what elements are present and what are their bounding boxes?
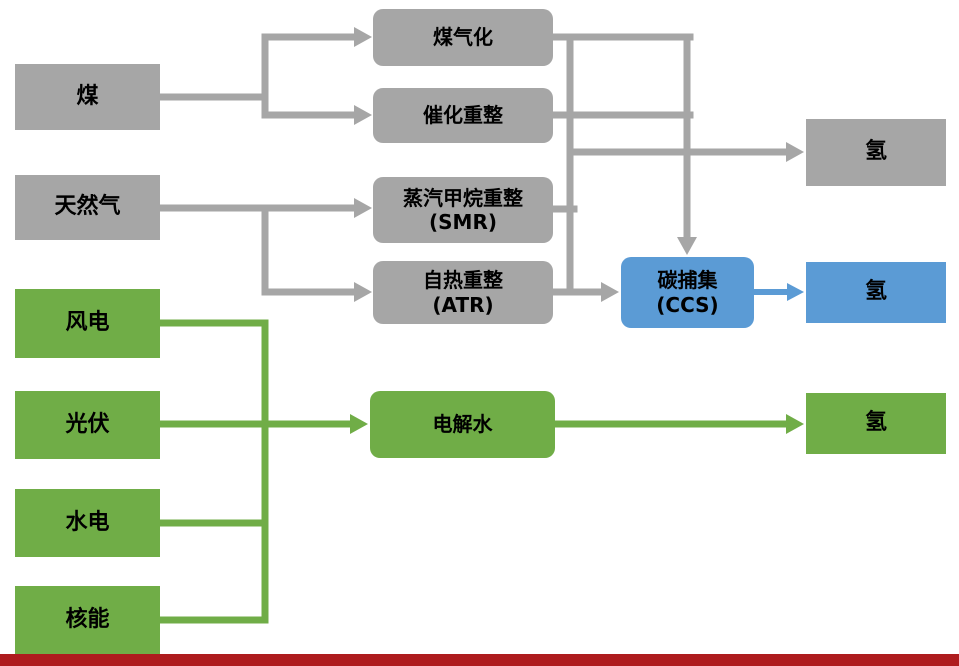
node-solar-label: 光伏 (65, 411, 110, 437)
node-natural-gas-label: 天然气 (54, 194, 121, 220)
node-nuclear: 核能 (15, 586, 160, 654)
arrowhead-catalytic (354, 105, 372, 125)
node-catalytic-reforming: 催化重整 (373, 88, 553, 143)
node-electrolysis-label: 电解水 (432, 412, 493, 437)
node-solar: 光伏 (15, 391, 160, 459)
node-hydro-label: 水电 (65, 509, 110, 535)
gray-arrowheads (354, 27, 804, 302)
node-ccs-sublabel: (CCS) (656, 292, 719, 317)
node-h2-blue-label: 氢 (864, 279, 887, 305)
node-coal-label: 煤 (76, 83, 99, 109)
node-h2-blue: 氢 (806, 262, 946, 323)
arrowhead-atr (354, 282, 372, 302)
arrowhead-blue-h2 (787, 283, 804, 301)
node-natural-gas: 天然气 (15, 175, 160, 240)
node-wind: 风电 (15, 289, 160, 358)
arrowhead-green-h2 (786, 414, 804, 434)
node-coal: 煤 (15, 64, 160, 130)
node-nuclear-label: 核能 (65, 606, 110, 632)
node-smr-label: 蒸汽甲烷重整 (403, 185, 523, 210)
node-catalytic-reforming-label: 催化重整 (423, 103, 503, 128)
node-smr: 蒸汽甲烷重整 (SMR) (373, 177, 553, 243)
arrowhead-ccs-left (601, 282, 619, 302)
node-coal-gasification: 煤气化 (373, 9, 553, 66)
node-atr: 自热重整 (ATR) (373, 261, 553, 324)
node-ccs: 碳捕集 (CCS) (621, 257, 754, 328)
node-atr-sublabel: (ATR) (432, 292, 494, 317)
node-hydro: 水电 (15, 489, 160, 557)
gray-connectors (156, 33, 792, 296)
node-h2-gray: 氢 (806, 119, 946, 186)
node-smr-sublabel: (SMR) (429, 210, 497, 234)
arrowhead-gasification (354, 27, 372, 47)
node-electrolysis: 电解水 (370, 391, 555, 458)
green-arrowheads (350, 414, 804, 434)
arrowhead-smr (354, 198, 372, 218)
node-wind-label: 风电 (65, 310, 110, 336)
arrowhead-gray-h2 (786, 142, 804, 162)
arrowhead-ccs-top (677, 237, 697, 255)
arrowhead-electrolysis (350, 414, 368, 434)
green-connectors (156, 319, 792, 624)
node-atr-label: 自热重整 (423, 268, 503, 293)
node-h2-green-label: 氢 (864, 410, 887, 436)
footer-accent-bar (0, 654, 959, 666)
node-h2-green: 氢 (806, 393, 946, 454)
node-coal-gasification-label: 煤气化 (433, 25, 493, 50)
blue-arrowheads (787, 283, 804, 301)
node-h2-gray-label: 氢 (864, 139, 887, 165)
node-ccs-label: 碳捕集 (657, 268, 718, 293)
